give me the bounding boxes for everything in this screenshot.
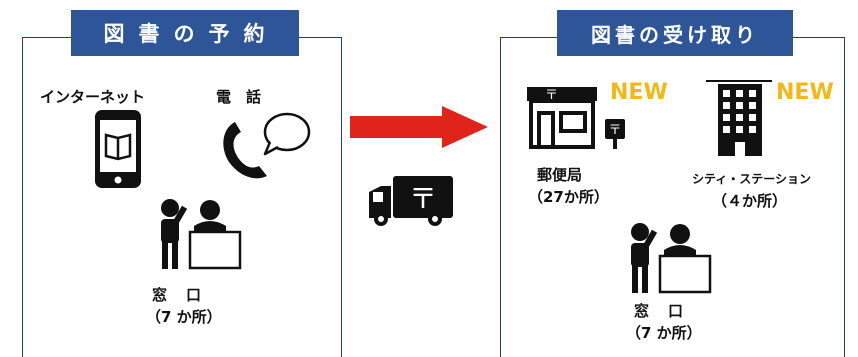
smartphone-icon <box>95 110 141 188</box>
counter-label-right: 窓 口 <box>634 302 686 320</box>
post-office-new-badge: NEW <box>610 80 668 105</box>
svg-text:〒: 〒 <box>409 182 437 215</box>
post-office-label: 郵便局 <box>537 166 583 184</box>
city-station-count: （４か所） <box>712 192 788 210</box>
delivery-truck-icon: 〒 <box>369 176 453 226</box>
city-station-new-badge: NEW <box>776 80 834 105</box>
post-office-count: （27か所） <box>528 188 609 206</box>
post-office-icon: 〒 〒 <box>527 87 625 149</box>
pickup-panel: 図書の受け取り <box>500 10 845 357</box>
counter-count-right: （7 か所） <box>626 324 702 342</box>
svg-text:〒: 〒 <box>608 123 621 138</box>
reservation-title: 図書の予約 <box>71 10 299 56</box>
building-icon <box>706 80 772 156</box>
reservation-panel: 図書の予約 <box>22 10 342 357</box>
city-station-label: シティ・ステーション <box>692 172 812 186</box>
counter-label-left: 窓 口 <box>152 286 204 304</box>
pickup-title: 図書の受け取り <box>557 10 793 56</box>
phone-label: 電 話 <box>216 88 262 106</box>
right-arrow <box>350 106 488 148</box>
counter-service-icon <box>161 199 242 270</box>
phone-speech-icon <box>223 112 311 179</box>
counter-service-icon <box>631 223 712 294</box>
internet-label: インターネット <box>40 88 146 106</box>
counter-count-left: （7 か所） <box>146 308 222 326</box>
